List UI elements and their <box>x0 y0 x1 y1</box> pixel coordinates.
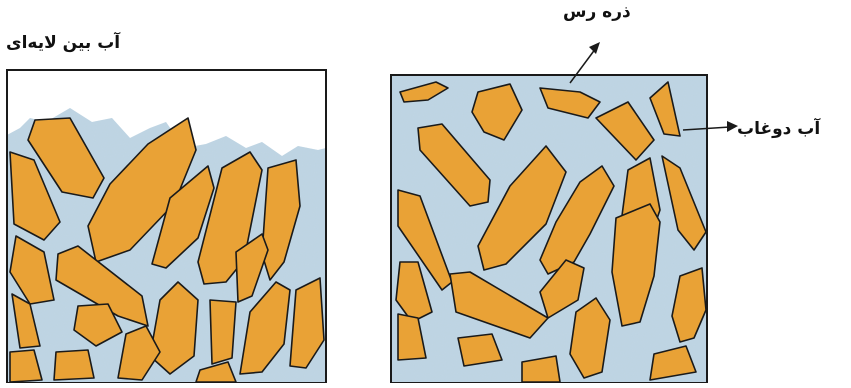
arrow-head <box>589 42 600 54</box>
capillary-water-label: آب دوغاب <box>737 119 820 139</box>
clay-particle <box>210 300 236 364</box>
capillary-panel <box>391 75 707 383</box>
clay-particle-label: ذره رس <box>563 2 631 22</box>
interlayer-panel <box>7 70 326 383</box>
clay-particle <box>54 350 94 380</box>
interlayer-water-label: آب بین لایه‌ای <box>6 33 120 53</box>
